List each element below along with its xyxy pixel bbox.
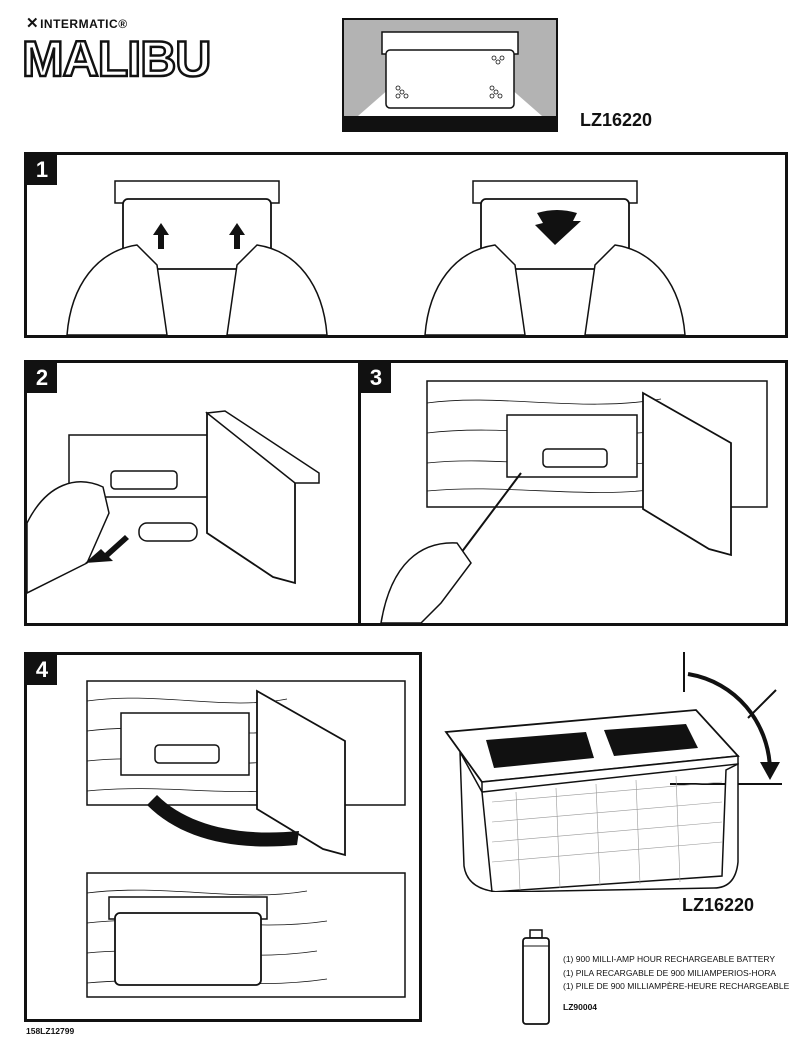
step-4-illustration — [86, 680, 406, 998]
product-perspective-illustration — [444, 652, 782, 892]
rotation-arrow-icon — [687, 672, 772, 769]
arrow-up-icon — [153, 223, 245, 249]
step-2-panel: 2 — [24, 360, 362, 626]
brand-logo: MALIBU — [21, 31, 213, 87]
model-number-top: LZ16220 — [580, 110, 653, 130]
step-3-badge: 3 — [361, 363, 391, 393]
step-3-illustration — [380, 380, 768, 623]
battery-icon — [522, 929, 550, 1025]
arrow-down-icon — [85, 535, 129, 563]
step-4-panel: 4 — [24, 652, 422, 1022]
arrow-down-icon — [535, 210, 581, 245]
product-hero-illustration — [342, 18, 558, 132]
battery-line-en: (1) 900 MILLI-AMP HOUR RECHARGEABLE BATT… — [563, 954, 776, 964]
step-3-panel: 3 — [358, 360, 788, 626]
battery-line-es: (1) PILA RECARGABLE DE 900 MILIAMPERIOS-… — [563, 967, 777, 978]
brand-company: ✕INTERMATIC® — [26, 15, 128, 32]
curved-arrow-icon — [147, 795, 299, 847]
battery-line-fr: (1) PILE DE 900 MILLIAMPÈRE-HEURE RECHAR… — [563, 981, 790, 991]
step-2-illustration — [27, 410, 320, 594]
model-number-mid: LZ16220 — [682, 895, 755, 915]
step-4-badge: 4 — [27, 655, 57, 685]
step-1-illustration — [66, 180, 686, 335]
step-1-panel: 1 — [24, 152, 788, 338]
step-1-badge: 1 — [27, 155, 57, 185]
battery-part-number: LZ90004 — [563, 1002, 598, 1012]
step-2-badge: 2 — [27, 363, 57, 393]
intermatic-logo-icon: ✕ — [26, 15, 40, 32]
document-code: 158LZ12799 — [26, 1026, 75, 1036]
battery-description: (1) 900 MILLI-AMP HOUR RECHARGEABLE BATT… — [563, 953, 789, 994]
